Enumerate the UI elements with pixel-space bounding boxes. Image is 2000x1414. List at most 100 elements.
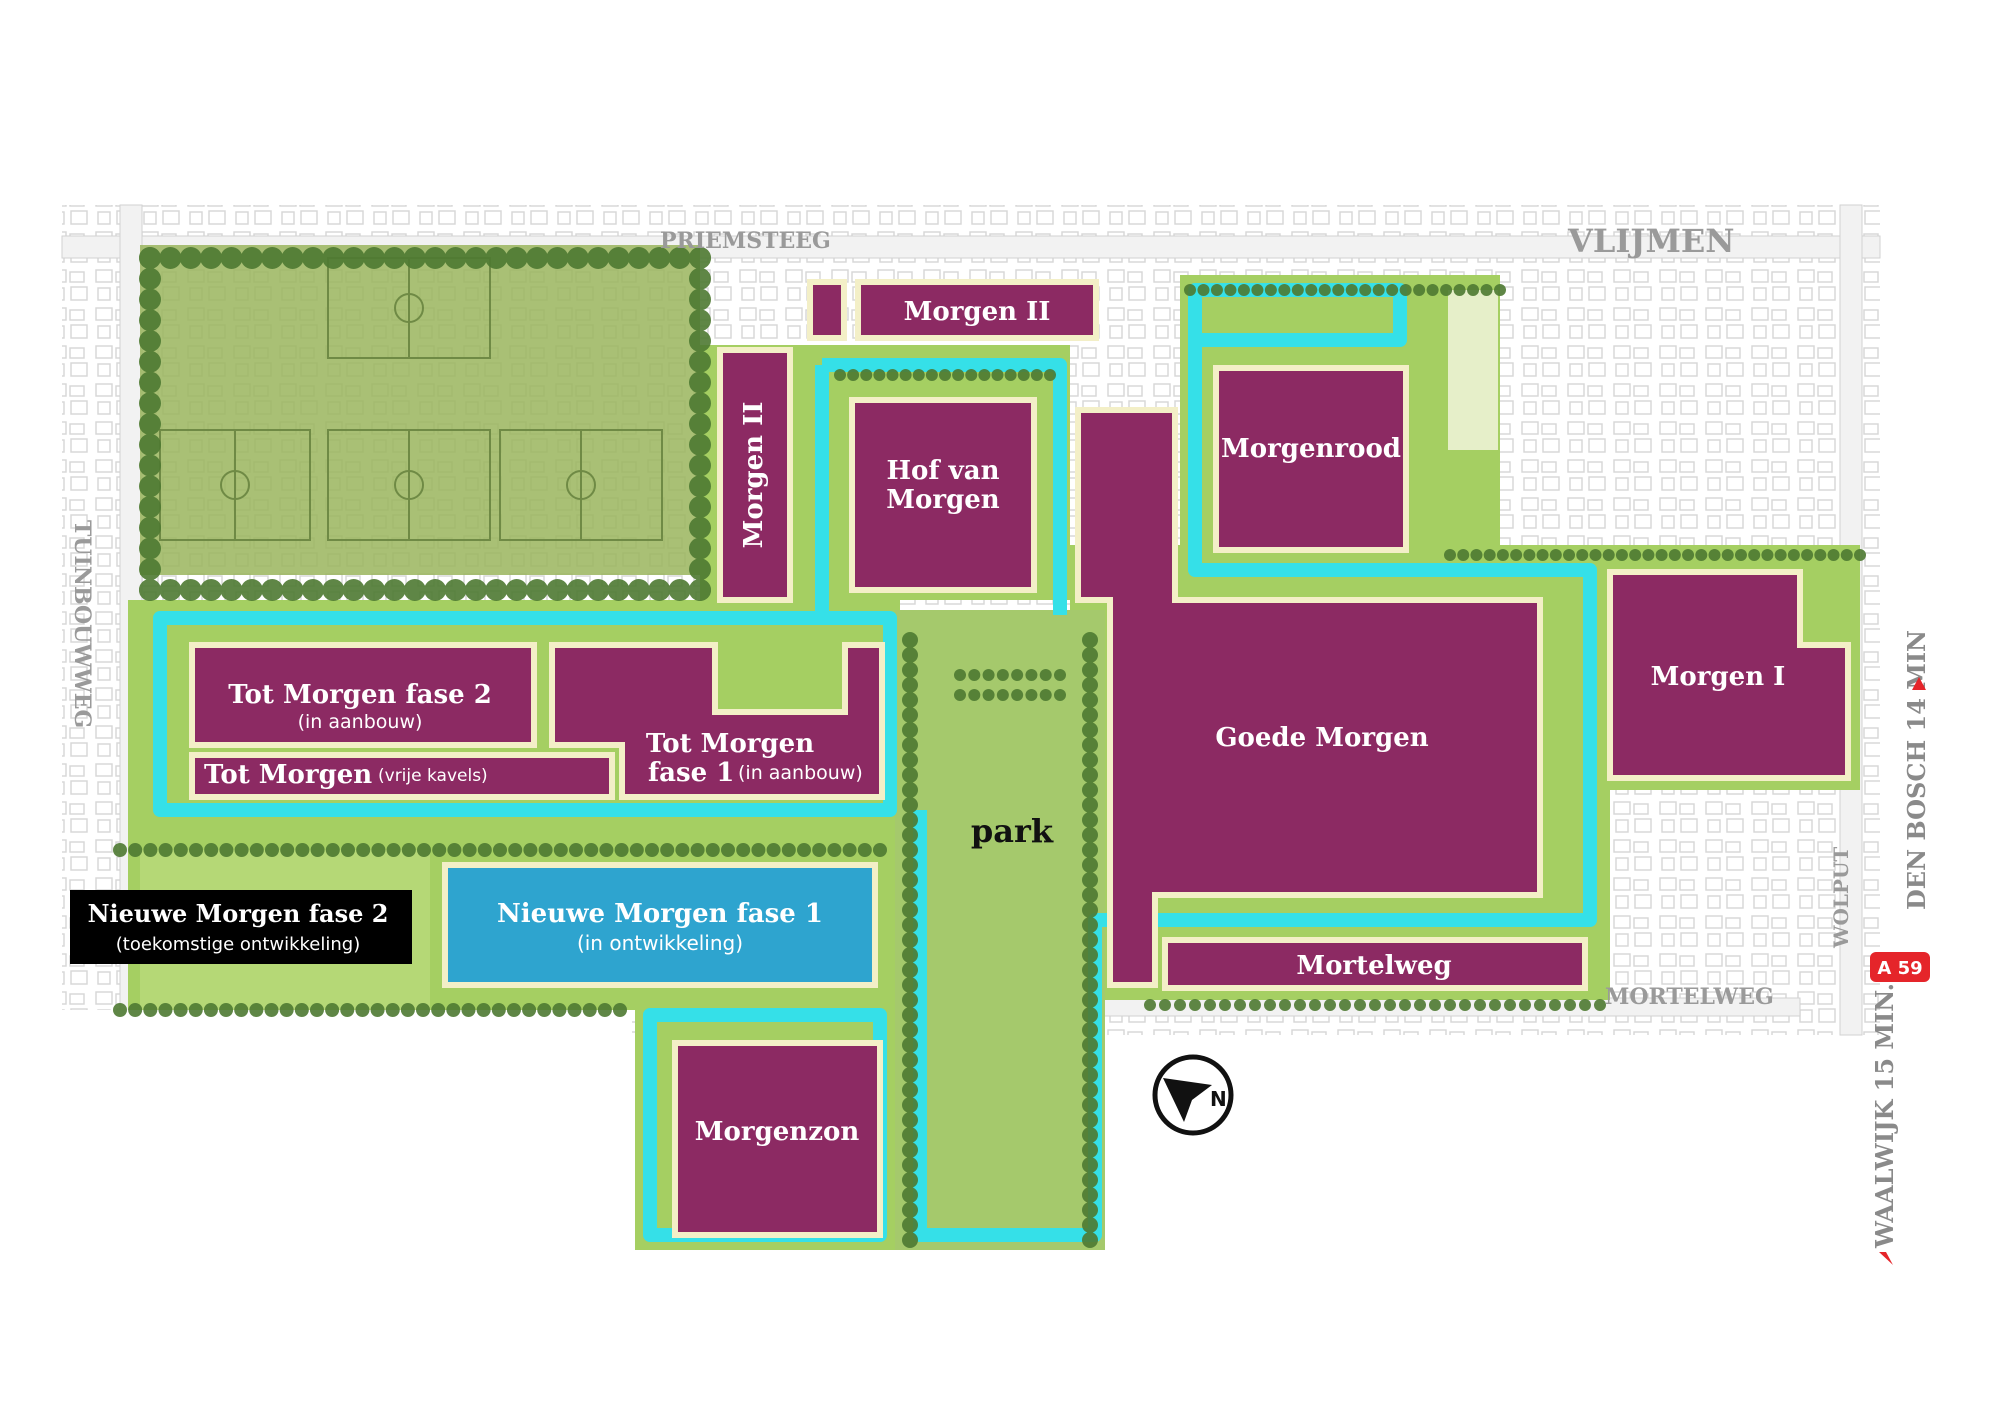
label-tot-morgen-fase-1-line-1: Tot Morgen [646, 729, 814, 759]
tree-icon [220, 247, 243, 269]
tree-icon [1489, 999, 1501, 1011]
tree-icon [847, 369, 860, 381]
tree-icon [403, 247, 426, 269]
tree-rows [113, 247, 1866, 1248]
tree-icon [417, 843, 431, 857]
tree-icon [902, 1037, 918, 1053]
tree-icon [645, 843, 659, 857]
tree-icon [902, 662, 918, 678]
tree-icon [1082, 1217, 1098, 1233]
tree-icon [462, 843, 477, 857]
tree-icon [812, 843, 827, 857]
tree-icon [200, 247, 223, 269]
tree-icon [1519, 999, 1531, 1011]
tree-icon [1467, 284, 1480, 296]
tree-icon [139, 371, 161, 394]
tree-icon [797, 843, 811, 857]
tree-icon [902, 962, 918, 978]
tree-icon [301, 247, 324, 269]
tree-icon [766, 843, 781, 857]
tree-icon [139, 413, 161, 435]
tree-icon [1483, 549, 1496, 561]
plot-goede-morgen [1075, 407, 1543, 988]
highway-label: A 59 [1877, 958, 1922, 979]
tree-icon [1224, 284, 1237, 296]
tree-icon [1549, 999, 1561, 1011]
tree-icon [139, 579, 161, 601]
highway-shield [1870, 952, 1930, 982]
tree-icon [1082, 902, 1098, 918]
tree-icon [1345, 284, 1358, 296]
tree-icon [261, 579, 284, 601]
tree-icon [668, 579, 691, 601]
tree-icon [1854, 549, 1866, 561]
tree-icon [1082, 737, 1098, 753]
tree-icon [1440, 284, 1453, 296]
north-compass-icon: N [1152, 1054, 1234, 1136]
tree-icon [902, 992, 918, 1008]
tree-icon [485, 247, 508, 269]
label-hof-van-line-1: Hof van [886, 456, 999, 486]
tree-icon [444, 247, 467, 269]
tree-icon [1399, 284, 1412, 296]
label-tot-morgen-note: (vrije kavels) [378, 766, 488, 786]
label-nieuwe-morgen-fase-1-note: (in ontwikkeling) [577, 931, 743, 955]
tree-icon [902, 1067, 918, 1083]
tree-icon [1774, 549, 1787, 561]
tree-icon [1025, 689, 1038, 701]
tree-icon [280, 843, 295, 857]
tree-icon [342, 247, 365, 269]
tree-icon [143, 1003, 158, 1017]
tree-icon [553, 843, 568, 857]
tree-icon [1219, 999, 1231, 1011]
tree-icon [234, 1003, 249, 1017]
tree-icon [902, 782, 918, 798]
tree-icon [689, 350, 711, 373]
tree-icon [902, 797, 918, 813]
tree-icon [1470, 549, 1483, 561]
tree-icon [566, 247, 589, 269]
tree-icon [1589, 549, 1602, 561]
tree-icon [1278, 284, 1291, 296]
tree-icon [1030, 369, 1043, 381]
tree-icon [1453, 284, 1466, 296]
tree-icon [325, 1003, 340, 1017]
tree-icon [1082, 797, 1098, 813]
plot-nieuwe-morgen-fase-1 [442, 862, 878, 988]
tree-icon [505, 579, 528, 601]
tree-icon [902, 1202, 918, 1218]
tree-icon [416, 1003, 431, 1017]
tree-icon [493, 843, 507, 857]
tree-icon [310, 843, 325, 857]
tree-icon [522, 1003, 537, 1017]
tree-icon [401, 843, 416, 857]
tree-icon [721, 843, 735, 857]
tree-icon [925, 369, 938, 381]
tree-icon [1082, 1157, 1098, 1173]
tree-icon [1534, 999, 1546, 1011]
tree-icon [1210, 284, 1223, 296]
tree-icon [1399, 999, 1411, 1011]
tree-icon [158, 843, 173, 857]
tree-icon [1082, 632, 1098, 648]
tree-icon [648, 247, 671, 269]
tree-icon [902, 632, 918, 648]
tree-icon [1523, 549, 1536, 561]
tree-icon [1801, 549, 1814, 561]
tree-icon [505, 247, 528, 269]
tree-icon [281, 579, 304, 601]
tree-icon [1082, 662, 1098, 678]
tree-icon [363, 579, 386, 601]
tree-icon [965, 369, 978, 381]
tree-icon [857, 843, 872, 857]
tree-icon [342, 579, 365, 601]
tree-icon [902, 887, 918, 903]
tree-icon [587, 579, 610, 601]
tree-icon [689, 516, 711, 539]
tree-icon [400, 1003, 415, 1017]
tree-icon [1459, 999, 1471, 1011]
tree-icon [506, 1003, 521, 1017]
tree-icon [902, 947, 918, 963]
direction-waalwijk: WAALWIJK 15 MIN. [1870, 983, 1899, 1249]
tree-icon [1174, 999, 1186, 1011]
